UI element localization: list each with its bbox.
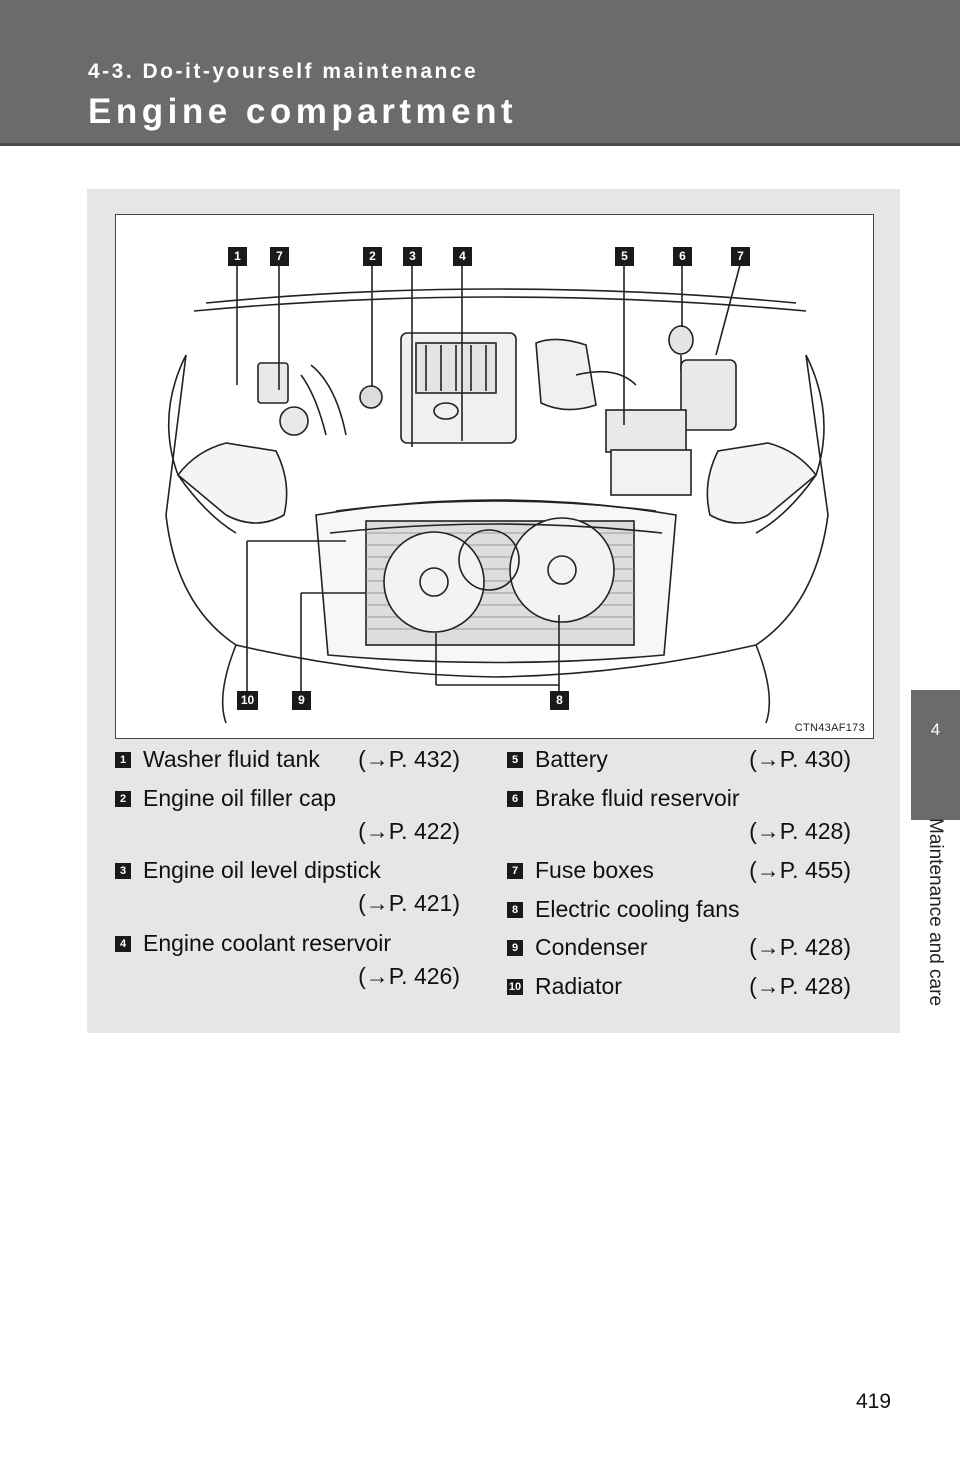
page-reference[interactable]: (→P. 428) xyxy=(749,818,851,844)
legend-number: 7 xyxy=(507,863,523,879)
chapter-number: 4 xyxy=(930,720,941,739)
legend-number: 6 xyxy=(507,791,523,807)
legend-item-9: 9 Condenser (→P. 428) xyxy=(507,931,851,964)
legend-number: 10 xyxy=(507,979,523,995)
legend-item-10: 10 Radiator (→P. 428) xyxy=(507,970,851,1003)
legend-item-4: 4 Engine coolant reservoir (→P. 426) xyxy=(115,927,460,993)
header-divider xyxy=(0,143,960,146)
chapter-tab[interactable]: 4 xyxy=(911,690,960,820)
legend-number: 8 xyxy=(507,902,523,918)
figure-code: CTN43AF173 xyxy=(794,722,865,734)
callout-1: 1 xyxy=(228,247,247,266)
callout-7b: 7 xyxy=(731,247,750,266)
legend-label: Brake fluid reservoir xyxy=(535,785,740,811)
page-title: Engine compartment xyxy=(88,92,518,131)
page-reference[interactable]: (→P. 428) xyxy=(749,934,851,960)
legend-label: Washer fluid tank xyxy=(143,746,320,772)
section-label: 4-3. Do-it-yourself maintenance xyxy=(88,60,479,83)
legend-number: 9 xyxy=(507,940,523,956)
legend-label: Engine coolant reservoir xyxy=(143,930,392,956)
callout-6: 6 xyxy=(673,247,692,266)
callout-3: 3 xyxy=(403,247,422,266)
engine-drawing xyxy=(165,264,829,724)
legend-number: 5 xyxy=(507,752,523,768)
legend-item-3: 3 Engine oil level dipstick (→P. 421) xyxy=(115,854,460,920)
legend-label: Electric cooling fans xyxy=(535,896,740,922)
chapter-label: Maintenance and care xyxy=(925,817,946,1007)
legend-item-5: 5 Battery (→P. 430) xyxy=(507,743,851,776)
legend-number: 2 xyxy=(115,791,131,807)
page-reference[interactable]: (→P. 422) xyxy=(358,818,460,844)
callout-10: 10 xyxy=(237,691,258,710)
legend-label: Radiator xyxy=(535,973,622,999)
legend-number: 4 xyxy=(115,936,131,952)
chapter-header: 4-3. Do-it-yourself maintenance Engine c… xyxy=(0,0,960,143)
page-reference[interactable]: (→P. 432) xyxy=(358,746,460,772)
page-reference[interactable]: (→P. 426) xyxy=(358,963,460,989)
page-number: 419 xyxy=(856,1390,892,1413)
callout-5: 5 xyxy=(615,247,634,266)
legend-label: Fuse boxes xyxy=(535,857,654,883)
legend-item-6: 6 Brake fluid reservoir (→P. 428) xyxy=(507,782,851,848)
page-reference[interactable]: (→P. 430) xyxy=(749,746,851,772)
legend-item-8: 8 Electric cooling fans xyxy=(507,893,851,926)
callout-2: 2 xyxy=(363,247,382,266)
legend-item-1: 1 Washer fluid tank (→P. 432) xyxy=(115,743,460,776)
legend-item-2: 2 Engine oil filler cap (→P. 422) xyxy=(115,782,460,848)
callout-4: 4 xyxy=(453,247,472,266)
legend-item-7: 7 Fuse boxes (→P. 455) xyxy=(507,854,851,887)
page-reference[interactable]: (→P. 428) xyxy=(749,973,851,999)
page-reference[interactable]: (→P. 421) xyxy=(358,890,460,916)
legend-number: 1 xyxy=(115,752,131,768)
callout-9: 9 xyxy=(292,691,311,710)
legend-label: Condenser xyxy=(535,934,648,960)
legend-label: Engine oil level dipstick xyxy=(143,857,381,883)
legend-number: 3 xyxy=(115,863,131,879)
legend-label: Battery xyxy=(535,746,608,772)
page-reference[interactable]: (→P. 455) xyxy=(749,857,851,883)
engine-illustration: 1 7 2 3 4 5 6 7 10 9 8 CTN43AF173 xyxy=(115,214,874,739)
legend-label: Engine oil filler cap xyxy=(143,785,337,811)
callout-8: 8 xyxy=(550,691,569,710)
callout-7: 7 xyxy=(270,247,289,266)
